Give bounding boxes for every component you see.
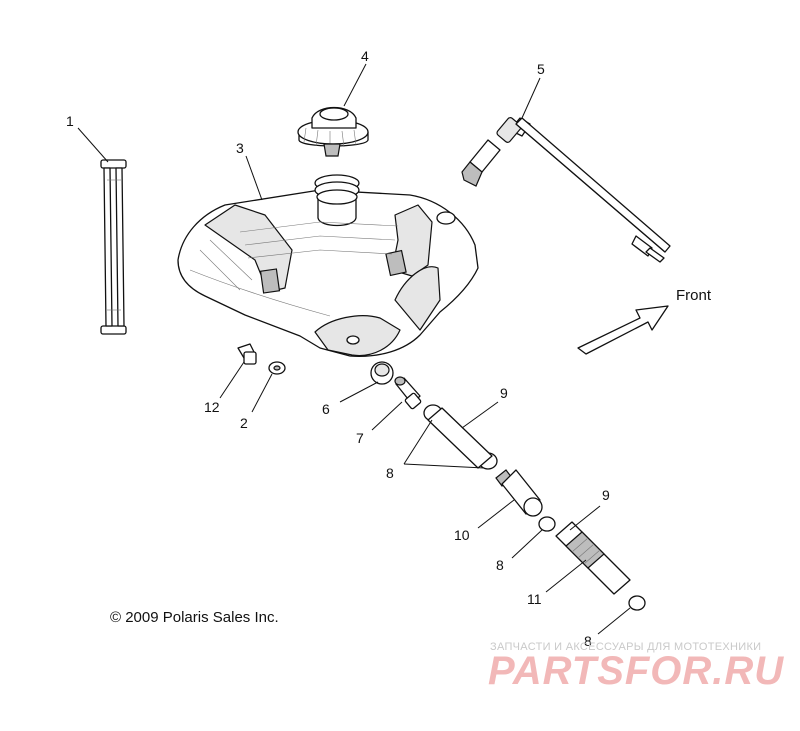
callout-8: 8 bbox=[496, 557, 504, 573]
callout-11: 11 bbox=[527, 591, 542, 607]
callout-1: 1 bbox=[66, 113, 74, 129]
watermark-tagline: ЗАПЧАСТИ И АКСЕССУАРЫ ДЛЯ МОТОТЕХНИКИ bbox=[490, 641, 761, 653]
callout-8: 8 bbox=[386, 465, 394, 481]
fuel-filter-part bbox=[495, 469, 543, 517]
callout-7: 7 bbox=[356, 430, 364, 446]
washer-part bbox=[268, 361, 286, 375]
hose-sleeve-part bbox=[555, 521, 631, 595]
front-arrow bbox=[577, 305, 669, 355]
callout-10: 10 bbox=[454, 527, 470, 543]
strap-part bbox=[100, 159, 127, 335]
fitting-part bbox=[394, 376, 422, 410]
callout-9: 9 bbox=[602, 487, 610, 503]
fuel-tank-part bbox=[177, 174, 479, 357]
callout-12: 12 bbox=[204, 399, 220, 415]
bolt-part bbox=[237, 343, 257, 365]
copyright-text: © 2009 Polaris Sales Inc. bbox=[110, 609, 279, 626]
callout-5: 5 bbox=[537, 61, 545, 77]
hose-clamp-part bbox=[538, 516, 646, 611]
front-label: Front bbox=[676, 287, 712, 304]
callout-6: 6 bbox=[322, 401, 330, 417]
grommet-part bbox=[370, 361, 394, 385]
vent-line-part bbox=[461, 117, 671, 263]
fuel-cap-part bbox=[297, 106, 369, 157]
callout-8: 8 bbox=[584, 633, 592, 649]
callout-3: 3 bbox=[236, 140, 244, 156]
leader-lines bbox=[77, 63, 631, 635]
watermark-logo: PARTSFOR.RU bbox=[488, 649, 784, 693]
callout-9: 9 bbox=[500, 385, 508, 401]
callout-2: 2 bbox=[240, 415, 248, 431]
callout-4: 4 bbox=[361, 48, 369, 64]
hose-part bbox=[427, 407, 493, 469]
